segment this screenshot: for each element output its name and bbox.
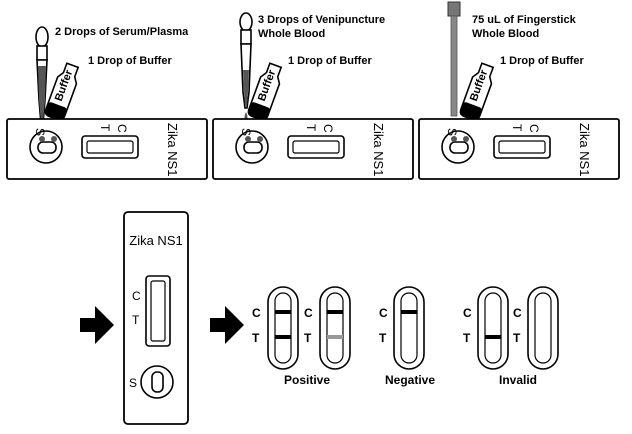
faint-test-line	[327, 335, 343, 339]
step-1-serum-plasma: Buffer 2 Drops of Serum/Plasma 1 Drop of…	[6, 26, 208, 180]
result-negative: C T Negative	[379, 286, 435, 387]
control-label: C	[527, 124, 541, 133]
control-line	[327, 310, 343, 314]
step-3-sample-label-line2: Whole Blood	[472, 28, 539, 40]
positive-strip-1	[267, 286, 299, 370]
t-label: T	[304, 331, 312, 345]
well-label: S	[33, 128, 47, 136]
t-label: T	[379, 331, 387, 345]
cassette-name: Zika NS1	[371, 123, 386, 176]
cassette-name: Zika NS1	[577, 123, 592, 176]
step-2-cassette: S T C Zika NS1	[212, 118, 414, 180]
control-line	[401, 310, 417, 314]
c-label: C	[379, 306, 388, 320]
c-label: C	[304, 306, 313, 320]
step-3-buffer-label: 1 Drop of Buffer	[500, 55, 584, 67]
invalid-strip-2	[527, 286, 559, 370]
buffer-bottle-icon: Buffer	[43, 61, 83, 123]
cassette-name: Zika NS1	[165, 123, 180, 176]
step-3-fingerstick: Buffer 75 uL of Fingerstick Whole Blood …	[418, 1, 620, 180]
c-label: C	[463, 306, 472, 320]
arrow-right-icon	[80, 306, 114, 344]
positive-label: Positive	[284, 373, 330, 387]
test-line	[485, 335, 501, 339]
positive-strip-2	[319, 286, 351, 370]
result-positive: C T C T Positive	[252, 286, 351, 387]
result-invalid: C T C T Invalid	[463, 286, 559, 387]
cassette-name: Zika NS1	[129, 233, 182, 248]
c-label: C	[513, 306, 522, 320]
buffer-bottle-icon: Buffer	[246, 61, 286, 123]
buffer-bottle-icon: Buffer	[458, 61, 498, 123]
well-label: S	[129, 376, 137, 390]
vertical-cassette: Zika NS1 C T S	[123, 211, 189, 425]
t-label: T	[252, 331, 260, 345]
test-label: T	[132, 313, 140, 327]
negative-strip	[393, 286, 425, 370]
arrow-right-icon	[210, 306, 244, 344]
control-label: C	[132, 289, 141, 303]
test-label: T	[98, 124, 112, 132]
invalid-strip-1	[477, 286, 509, 370]
c-label: C	[252, 306, 261, 320]
control-label: C	[321, 124, 335, 133]
negative-label: Negative	[385, 373, 435, 387]
step-3-cassette: S T C Zika NS1	[418, 118, 620, 180]
invalid-label: Invalid	[499, 373, 537, 387]
t-label: T	[463, 331, 471, 345]
step-2-sample-label-line2: Whole Blood	[258, 28, 325, 40]
step-1-buffer-label: 1 Drop of Buffer	[88, 55, 172, 67]
control-line	[275, 310, 291, 314]
step-2-sample-label-line1: 3 Drops of Venipuncture	[258, 14, 385, 26]
t-label: T	[513, 331, 521, 345]
control-label: C	[115, 124, 129, 133]
well-label: S	[445, 128, 459, 136]
test-label: T	[510, 124, 524, 132]
capillary-tube-icon	[447, 1, 461, 117]
test-label: T	[304, 124, 318, 132]
step-1-cassette: S T C Zika NS1	[6, 118, 208, 180]
step-2-buffer-label: 1 Drop of Buffer	[288, 55, 372, 67]
test-line	[275, 335, 291, 339]
step-2-venipuncture: Buffer 3 Drops of Venipuncture Whole Blo…	[212, 12, 414, 180]
step-3-sample-label-line1: 75 uL of Fingerstick	[472, 14, 577, 26]
dropper-icon	[239, 12, 253, 121]
well-label: S	[239, 128, 253, 136]
step-1-sample-label: 2 Drops of Serum/Plasma	[55, 26, 189, 38]
